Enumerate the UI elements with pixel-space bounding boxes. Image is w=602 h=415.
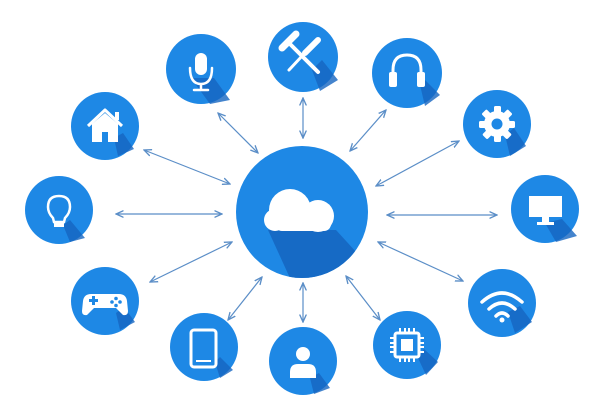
device-node-smartphone <box>170 313 238 381</box>
hub-node <box>236 146 368 278</box>
lightbulb-icon <box>46 194 72 227</box>
gear-icon <box>479 106 515 142</box>
device-node-wifi <box>468 269 536 337</box>
smartphone-icon <box>189 328 218 369</box>
device-node-user <box>269 327 337 395</box>
microphone-icon <box>188 53 214 92</box>
connector-microphone <box>218 113 258 153</box>
connectors <box>116 98 497 322</box>
connector-smartphone <box>228 277 262 320</box>
connector-home <box>144 150 230 184</box>
connector-settings <box>376 141 459 186</box>
device-node-settings <box>463 90 531 158</box>
connector-chip <box>346 276 380 320</box>
hammer-screwdriver-icon <box>278 30 321 74</box>
device-node-headphones <box>372 38 442 108</box>
headphones-icon <box>389 53 425 87</box>
device-node-monitor <box>511 175 579 243</box>
gamepad-icon <box>82 294 128 316</box>
home-icon <box>86 108 124 142</box>
connector-wifi <box>378 242 463 281</box>
device-node-home <box>71 92 139 160</box>
monitor-icon <box>529 196 562 225</box>
device-node-chip <box>373 311 441 379</box>
connector-gamepad <box>150 242 232 282</box>
cloud-icon <box>264 189 334 232</box>
cpu-chip-icon <box>390 328 424 362</box>
user-icon <box>290 347 316 378</box>
device-node-tools <box>268 22 338 92</box>
device-node-lightbulb <box>25 176 93 244</box>
connector-headphones <box>350 110 386 151</box>
device-node-gamepad <box>71 267 139 335</box>
wifi-icon <box>480 291 524 318</box>
device-node-microphone <box>166 34 236 104</box>
